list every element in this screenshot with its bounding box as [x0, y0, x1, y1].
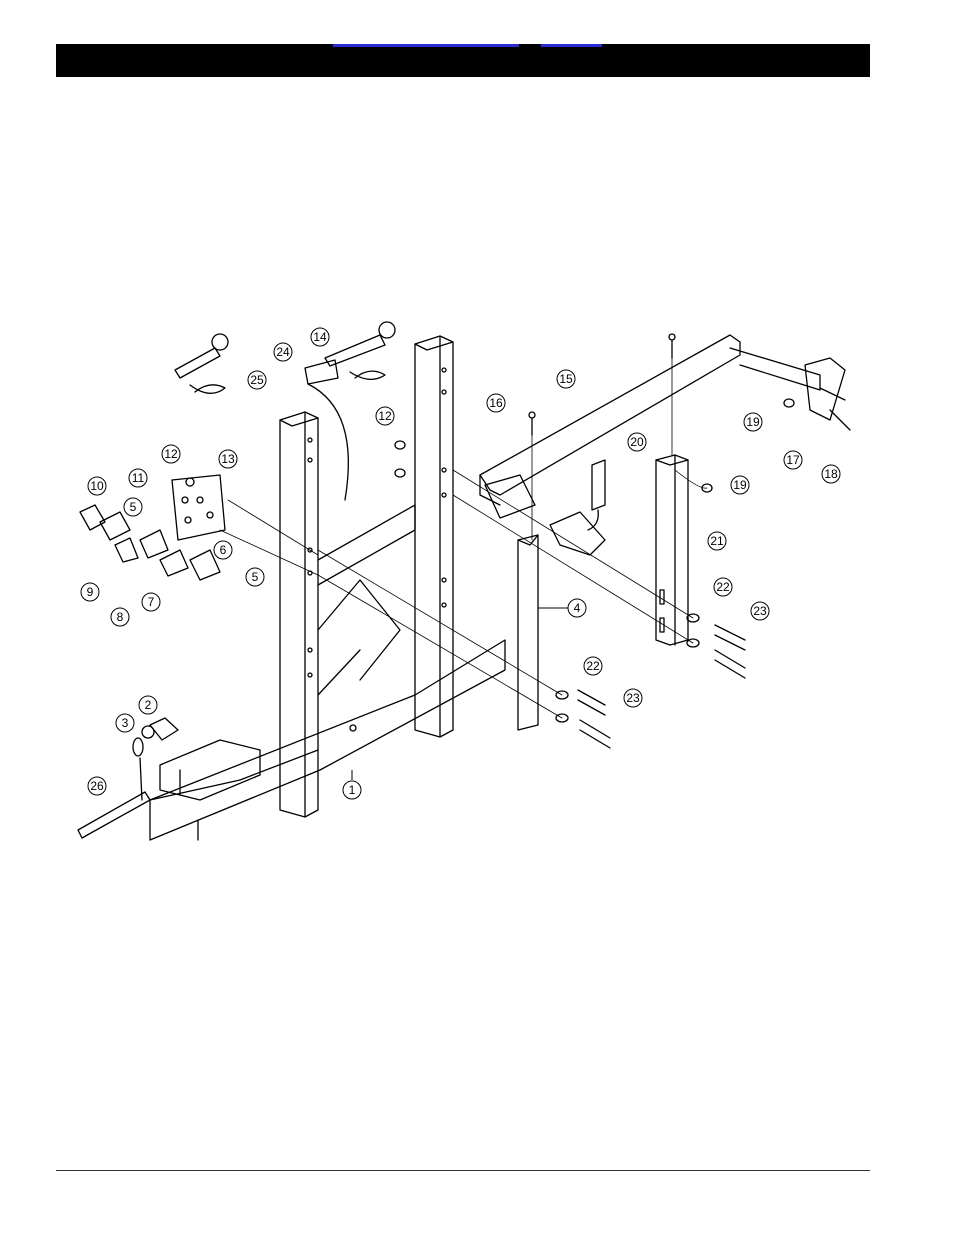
valve-bracket [79, 474, 226, 581]
callout-7: 7 [141, 592, 161, 612]
svg-text:4: 4 [574, 601, 581, 615]
svg-text:19: 19 [733, 478, 747, 492]
svg-text:23: 23 [753, 604, 767, 618]
svg-text:17: 17 [786, 453, 800, 467]
callout-1: 1 [342, 770, 362, 800]
callout-24: 24 [273, 342, 293, 362]
svg-text:26: 26 [90, 779, 104, 793]
callout-3: 3 [115, 713, 135, 733]
callout-14: 14 [310, 327, 330, 347]
callout-17: 17 [783, 450, 803, 470]
svg-text:24: 24 [276, 345, 290, 359]
callout-23b: 23 [623, 688, 643, 708]
callout-21: 21 [707, 531, 727, 551]
callout-13: 13 [218, 449, 238, 469]
leg-4 [517, 534, 539, 731]
svg-text:11: 11 [132, 471, 145, 485]
svg-text:3: 3 [122, 716, 129, 730]
svg-text:1: 1 [349, 783, 356, 797]
svg-text:13: 13 [221, 452, 235, 466]
svg-text:20: 20 [630, 435, 644, 449]
header-bar [56, 44, 870, 77]
footer-rule [56, 1170, 870, 1171]
svg-text:23: 23 [626, 691, 640, 705]
svg-text:6: 6 [220, 543, 227, 557]
svg-text:22: 22 [716, 580, 730, 594]
svg-text:7: 7 [148, 595, 155, 609]
leg-21 [655, 454, 689, 646]
callout-12a: 12 [161, 444, 181, 464]
callout-25: 25 [247, 370, 267, 390]
upper-frame [479, 333, 851, 556]
callout-18: 18 [821, 464, 841, 484]
svg-text:22: 22 [586, 659, 600, 673]
callout-6: 6 [213, 540, 233, 560]
callout-10: 10 [87, 476, 107, 496]
fasteners [394, 398, 795, 749]
callout-5b: 5 [245, 567, 265, 587]
svg-text:21: 21 [710, 534, 724, 548]
svg-text:10: 10 [90, 479, 104, 493]
callout-26: 26 [87, 776, 107, 796]
callout-19a: 19 [743, 412, 763, 432]
callout-4: 4 [538, 598, 587, 618]
callout-12b: 12 [375, 406, 395, 426]
callout-22a: 22 [713, 577, 733, 597]
callout-2: 2 [138, 695, 158, 715]
callout-23a: 23 [750, 601, 770, 621]
callout-16: 16 [486, 393, 506, 413]
svg-text:19: 19 [746, 415, 760, 429]
svg-text:12: 12 [164, 447, 178, 461]
svg-text:2: 2 [145, 698, 152, 712]
explode-lines [219, 357, 708, 719]
callout-22b: 22 [583, 656, 603, 676]
callout-20: 20 [627, 432, 647, 452]
svg-text:16: 16 [489, 396, 503, 410]
svg-text:18: 18 [824, 467, 838, 481]
callout-labels: 1 2 3 4 5 5 6 7 8 9 10 11 12 12 13 14 15… [80, 327, 841, 800]
callout-9: 9 [80, 582, 100, 602]
callout-11: 11 [128, 468, 148, 488]
header-link-2[interactable] [541, 44, 602, 47]
main-frame [149, 335, 506, 841]
callout-5a: 5 [123, 497, 143, 517]
callout-15: 15 [556, 369, 576, 389]
svg-text:8: 8 [117, 610, 124, 624]
top-pins [174, 321, 396, 501]
svg-text:25: 25 [250, 373, 264, 387]
part-20 [587, 459, 606, 531]
exploded-parts-diagram: 1 2 3 4 5 5 6 7 8 9 10 11 12 12 13 14 15… [77, 321, 851, 841]
callout-8: 8 [110, 607, 130, 627]
header-link-1[interactable] [333, 44, 519, 47]
svg-text:9: 9 [87, 585, 94, 599]
callout-19b: 19 [730, 475, 750, 495]
svg-text:5: 5 [130, 500, 137, 514]
svg-text:5: 5 [252, 570, 259, 584]
svg-text:14: 14 [313, 330, 327, 344]
hitch-pin [77, 717, 179, 839]
svg-text:15: 15 [559, 372, 573, 386]
svg-text:12: 12 [378, 409, 392, 423]
